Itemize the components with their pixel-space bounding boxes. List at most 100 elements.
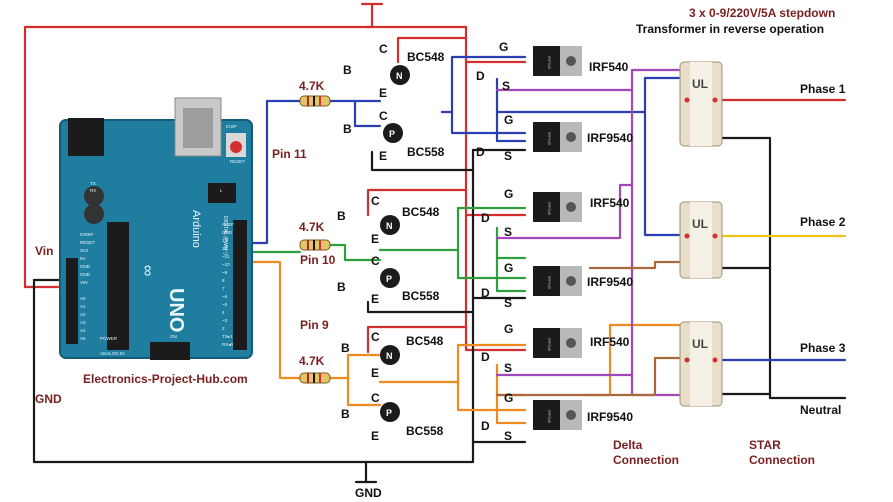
term-g-1: G — [499, 40, 508, 54]
transformer-3: UL — [679, 321, 723, 407]
term-c-6: C — [371, 391, 380, 405]
term-c-2: C — [379, 109, 388, 123]
mosfet-marking: IRF540 — [547, 410, 552, 424]
star-label-2: Connection — [749, 453, 815, 467]
npn-2-label: BC548 — [402, 205, 440, 219]
term-g-4: G — [504, 261, 513, 275]
phase2-label: Phase 2 — [800, 215, 846, 229]
delta-label-2: Connection — [613, 453, 679, 467]
board-analog-label: A3 — [80, 320, 86, 325]
term-b-4: B — [337, 280, 346, 294]
npn-transistor-1: N — [390, 65, 410, 85]
board-pin-label: 2 — [222, 326, 225, 331]
wire-gnd-e2 — [366, 300, 475, 314]
board-pin-label: ~11 — [222, 254, 230, 259]
board-pin-label: AREF — [222, 222, 234, 227]
phase3-label: Phase 3 — [800, 341, 846, 355]
resistor-1-label: 4.7K — [299, 79, 325, 93]
reset-button[interactable] — [230, 141, 242, 153]
board-model: UNO — [165, 288, 187, 332]
wire-blue-g2 — [450, 110, 527, 135]
svg-text:N: N — [396, 71, 403, 81]
term-d-4: D — [481, 286, 490, 300]
wire-pin9-b — [328, 353, 382, 380]
mosfet-irf9540-2 — [533, 266, 582, 296]
mosfet-2-label: IRF9540 — [587, 131, 633, 145]
wire-green-g2 — [456, 248, 527, 280]
svg-text:N: N — [386, 221, 393, 231]
wires — [23, 2, 847, 484]
resistor-2-label: 4.7K — [299, 220, 325, 234]
mosfet-irf540-3 — [533, 328, 582, 358]
term-e-5: E — [371, 366, 379, 380]
wire-gnd-main — [32, 278, 527, 464]
title-line-2: Transformer in reverse operation — [636, 22, 824, 36]
board-pin-label: ~6 — [222, 294, 228, 299]
transformer-2: UL — [679, 201, 723, 279]
term-d-1: D — [476, 69, 485, 83]
term-s-2: S — [504, 149, 512, 163]
vin-label: Vin — [35, 244, 53, 258]
term-b-2: B — [343, 122, 352, 136]
phase1-label: Phase 1 — [800, 82, 846, 96]
mosfet-marking: IRF540 — [547, 202, 552, 216]
wire-blue-d — [495, 76, 682, 114]
pnp-transistor-2: P — [380, 268, 400, 288]
board-misc-label: ICSP — [226, 124, 237, 129]
board-power-label: VIN — [80, 280, 88, 285]
mosfet-irf9540-3 — [533, 400, 582, 430]
term-b-1: B — [343, 63, 352, 77]
svg-text:UL: UL — [692, 77, 708, 91]
wire-gnd-e1 — [370, 150, 475, 172]
board-analog-label: A4 — [80, 328, 86, 333]
transformers: UL UL UL — [679, 61, 723, 407]
svg-text:P: P — [386, 408, 392, 418]
svg-text:UL: UL — [692, 217, 708, 231]
board-misc-label: TX — [90, 181, 96, 186]
board-brand: Arduino — [190, 210, 202, 248]
resistor-2 — [299, 239, 331, 251]
board-power-label: GND — [80, 264, 91, 269]
wire-blue-g1 — [440, 55, 527, 114]
wire-orange-g2 — [456, 380, 527, 412]
wire-green-d2 — [495, 256, 527, 293]
gnd-label-bottom: GND — [355, 486, 382, 500]
mosfet-marking: IRF540 — [547, 56, 552, 70]
term-c-1: C — [379, 42, 388, 56]
wire-orange-d2 — [495, 393, 527, 425]
term-g-3: G — [504, 187, 513, 201]
mosfet-marking: IRF540 — [547, 132, 552, 146]
board-pin-label: TX▸1 — [222, 334, 233, 339]
board-pin-label: ~9 — [222, 270, 228, 275]
board-pin-label: ~3 — [222, 318, 228, 323]
wire-purple-1 — [495, 68, 682, 92]
icsp-header-bottom — [150, 342, 190, 360]
board-analog-label: A2 — [80, 312, 86, 317]
board-power-label: GND — [80, 272, 91, 277]
term-g-2: G — [504, 113, 513, 127]
mosfet-4-label: IRF9540 — [587, 275, 633, 289]
neutral-label: Neutral — [800, 403, 841, 417]
board-misc-label: ON — [170, 334, 177, 339]
board-pin-label: ~5 — [222, 302, 228, 307]
board-analog-label: A5 — [80, 336, 86, 341]
pin10-label: Pin 10 — [300, 253, 336, 267]
wire-purple-v — [630, 88, 682, 397]
term-b-6: B — [341, 407, 350, 421]
gnd-label-left: GND — [35, 392, 62, 406]
mosfet-5-label: IRF540 — [590, 335, 630, 349]
wire-purple-2 — [495, 183, 634, 240]
pnp-transistor-1: P — [383, 123, 403, 143]
term-e-1: E — [379, 86, 387, 100]
mosfet-marking: IRF540 — [547, 276, 552, 290]
wire-red-c3 — [366, 325, 468, 354]
icsp-header-top — [208, 183, 236, 203]
board-misc-label: RESET — [230, 159, 245, 164]
board-pin-label: 4 — [222, 310, 225, 315]
wire-blue-t2 — [643, 110, 682, 237]
board-misc-label: L — [220, 188, 223, 193]
term-e-3: E — [371, 232, 379, 246]
board-pin-label: 8 — [222, 278, 225, 283]
capacitor-2 — [84, 204, 104, 224]
board-pin-label: GND — [222, 230, 233, 235]
